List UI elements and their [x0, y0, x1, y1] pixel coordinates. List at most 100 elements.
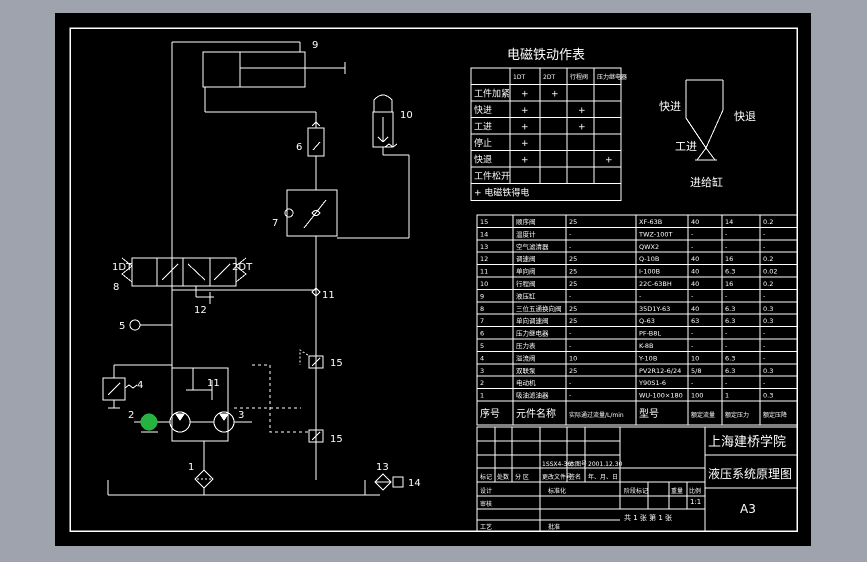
scale-value: 1:1 [690, 498, 701, 506]
part-name: 压力表 [516, 341, 536, 350]
part-cell: 25 [569, 255, 577, 263]
cycle-diagram [685, 79, 724, 161]
part-cell: 0.3 [763, 305, 773, 313]
pump-frame [171, 367, 229, 442]
part-cell: 0.2 [763, 218, 773, 226]
part-cell: Y90S1-6 [638, 379, 666, 387]
part-cell: - [725, 243, 728, 251]
tb-c12: 阶段标记 [624, 487, 648, 495]
label-3: 3 [238, 410, 244, 421]
part-cell: Y-10B [638, 354, 657, 362]
part-cell: PV2R12-6/24 [639, 367, 681, 375]
action-step: 快退 [474, 154, 492, 166]
action-mark: + [521, 156, 529, 166]
part-cell: 16 [725, 255, 733, 263]
part-cell: 22C-63BH [639, 280, 672, 288]
part-cell: - [569, 243, 572, 251]
part-cell: 0.3 [763, 367, 773, 375]
part-cell: 14 [480, 230, 488, 238]
parts-header-0: 序号 [480, 407, 500, 420]
part-cell: - [691, 243, 694, 251]
action-step: 快进 [474, 104, 492, 116]
part-cell: 40 [691, 305, 699, 313]
part-name: 行程阀 [516, 279, 536, 288]
part-cell: - [691, 379, 694, 387]
label-9: 9 [312, 40, 318, 51]
part-cell: - [691, 230, 694, 238]
tb-c15: 审核 [480, 500, 492, 508]
action-step: 工进 [474, 122, 492, 133]
part-cell: - [725, 342, 728, 350]
part-cell: - [569, 230, 572, 238]
label-15b: 15 [330, 434, 343, 445]
cycle-fast-in: 快进 [659, 100, 681, 113]
part-cell: PF-B8L [639, 330, 661, 338]
part-name: 空气滤清器 [516, 242, 549, 251]
part-cell: 2 [480, 379, 484, 387]
part-name: 液压缸 [516, 291, 536, 300]
part-cell: 100 [691, 392, 703, 400]
part-cell: - [725, 330, 728, 338]
action-mark: + [521, 123, 529, 133]
cycle-cylinder: 进给缸 [690, 175, 723, 189]
action-mark: + [551, 90, 559, 100]
tb-c8: 签名 [569, 473, 581, 481]
part-cell: 11 [480, 268, 488, 276]
parts-header-2: 实际通过流量/L/min [569, 411, 624, 419]
label-12: 12 [194, 305, 207, 316]
tb-c14: 比例 [689, 487, 701, 495]
part-cell: 7 [480, 317, 484, 325]
parts-header-3: 型号 [639, 407, 659, 420]
action-mark: + [521, 90, 529, 100]
part-cell: 8 [480, 305, 484, 313]
tb-c5: 处数 [497, 473, 509, 481]
part-cell: 6 [480, 330, 484, 338]
label-10: 10 [400, 110, 413, 121]
part-cell: 25 [569, 305, 577, 313]
part-cell: - [691, 330, 694, 338]
throttle-valve-7 [286, 189, 338, 237]
part-cell: 25 [569, 218, 577, 226]
circuit-labels: 9 10 6 7 1DT 2DT 8 12 11 5 15 4 11 2 3 1… [112, 40, 421, 489]
part-cell: Q-63 [639, 317, 655, 325]
cylinder-9 [202, 51, 306, 88]
part-cell: - [569, 342, 572, 350]
part-cell: 6.3 [725, 367, 735, 375]
part-cell: Q-10B [639, 255, 659, 263]
part-cell: 40 [691, 255, 699, 263]
action-mark: + [578, 123, 586, 133]
drawing-sheet: 9 10 6 7 1DT 2DT 8 12 11 5 15 4 11 2 3 1… [55, 13, 811, 546]
part-cell: 40 [691, 280, 699, 288]
part-cell: 6.3 [725, 317, 735, 325]
action-table-title: 电磁铁动作表 [507, 48, 585, 63]
part-cell: 1 [725, 392, 729, 400]
part-cell: - [569, 392, 572, 400]
action-mark: + [521, 106, 529, 116]
pressure-gauge-5 [129, 319, 141, 331]
tb-c13: 重量 [671, 487, 683, 495]
action-header-2: 2DT [543, 74, 555, 81]
action-header-1: 1DT [513, 74, 525, 81]
part-cell: - [763, 342, 766, 350]
part-cell: 10 [691, 354, 699, 362]
part-cell: 13 [480, 243, 488, 251]
label-13: 13 [376, 462, 389, 473]
part-cell: - [569, 292, 572, 300]
tb-c1: 1SSX4-36 [542, 461, 571, 468]
part-cell: 15 [480, 218, 488, 226]
part-cell: 6.3 [725, 354, 735, 362]
part-cell: - [691, 292, 694, 300]
part-cell: 1 [480, 392, 484, 400]
part-cell: 0.3 [763, 317, 773, 325]
label-7: 7 [272, 218, 278, 229]
directional-valve-8 [131, 257, 237, 287]
tb-c6: 分 区 [515, 473, 529, 481]
part-cell: 6.3 [725, 305, 735, 313]
label-4: 4 [137, 380, 143, 391]
action-step: 工件松开 [474, 170, 510, 182]
part-name: 电动机 [516, 378, 536, 387]
part-cell: - [763, 292, 766, 300]
part-cell: - [763, 354, 766, 362]
part-cell: - [763, 243, 766, 251]
